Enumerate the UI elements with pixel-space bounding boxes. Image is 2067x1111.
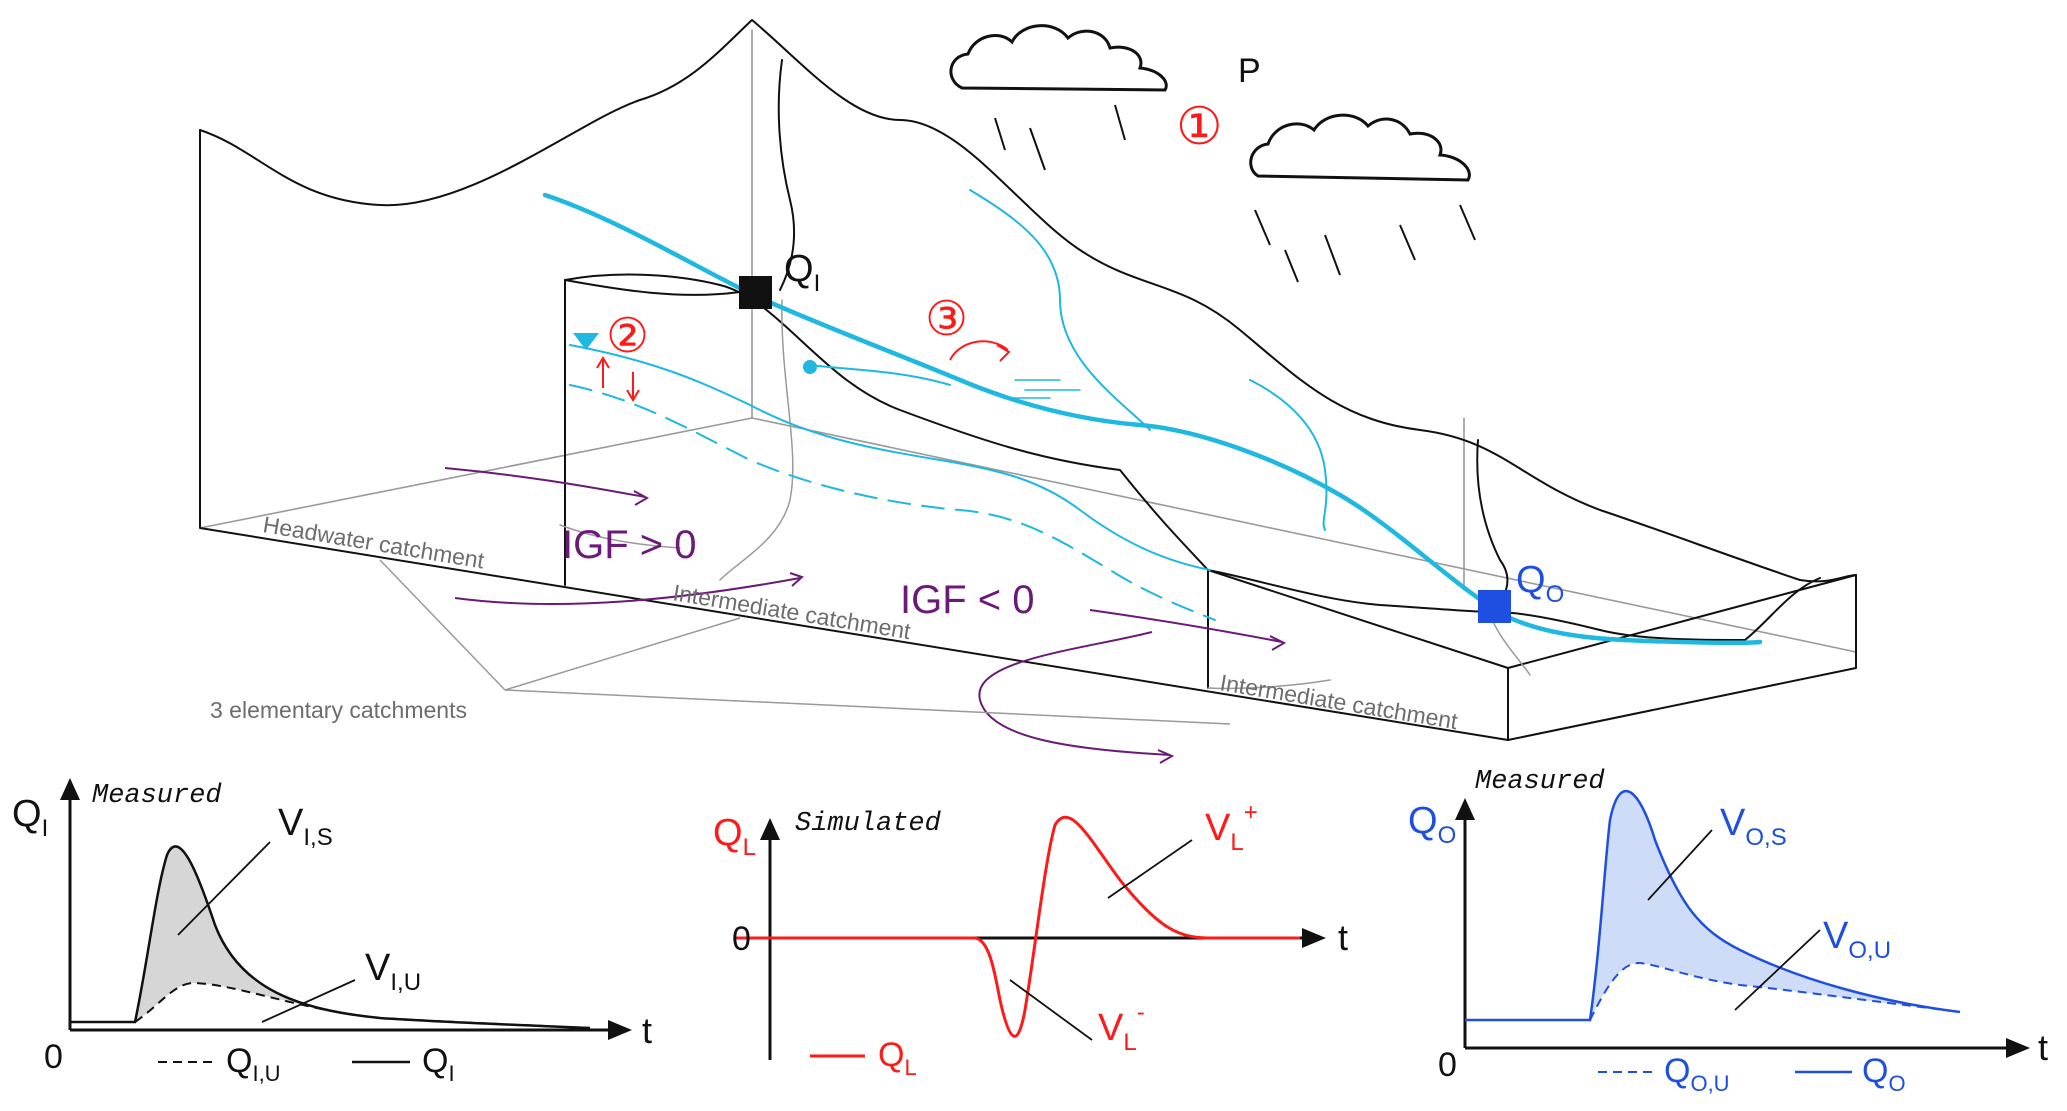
tributary-upper	[969, 189, 1151, 431]
inflow-base-line	[134, 981, 591, 1029]
tributary-right	[1249, 379, 1328, 531]
outflow-y-arrowhead	[1455, 798, 1475, 820]
outflow-legend-solid-label: QO	[1862, 1052, 1906, 1096]
igf-negative-label: IGF < 0	[900, 578, 1035, 622]
tributary-lake	[809, 364, 951, 386]
intermediate-label-2: Intermediate catchment	[1218, 669, 1460, 734]
inflow-vs-leader	[177, 841, 271, 936]
lateral-graph: QL Simulated 0 t VL+ VL- QL	[713, 799, 1348, 1080]
outflow-vs-leader	[1647, 829, 1713, 901]
inflow-t: t	[642, 1010, 652, 1051]
outflow-axis-label: QO	[1408, 800, 1456, 849]
lateral-status: Simulated	[795, 809, 942, 839]
inflow-measured-line	[70, 845, 591, 1030]
outflow-vu-label: VO,U	[1823, 915, 1891, 964]
catchment-block	[199, 19, 1857, 741]
headwater-label: Headwater catchment	[261, 511, 487, 573]
inflow-volume-fill	[135, 846, 585, 1028]
outflow-zero: 0	[1438, 1046, 1457, 1084]
lateral-simulated-line	[736, 815, 1300, 1038]
block-back-edges	[199, 29, 1857, 653]
outflow-measured-line	[1465, 789, 1961, 1022]
elementary-leaders	[379, 559, 1231, 725]
inflow-axis-label: QI	[12, 793, 48, 842]
outflow-legend-dashed-label: QO,U	[1664, 1052, 1730, 1096]
inflow-vu-label: VI,U	[365, 947, 421, 996]
outflow-x-arrowhead	[2006, 1038, 2030, 1058]
lateral-legend-label: QL	[878, 1036, 917, 1080]
lake-lines	[1009, 379, 1081, 399]
inflow-label: QI	[784, 248, 820, 297]
igf-positive-label: IGF > 0	[562, 523, 697, 567]
cloud-right-icon	[1249, 113, 1471, 182]
outflow-vs-label: VO,S	[1720, 802, 1787, 851]
outflow-vu-leader	[1734, 929, 1821, 1011]
main-river	[542, 192, 1763, 645]
lateral-x-arrowhead	[1302, 928, 1326, 948]
cloud-left-icon	[949, 24, 1168, 92]
inflow-vs-label: VI,S	[278, 802, 333, 851]
inflow-graph: QI Measured VI,S VI,U 0 t QI,U QI	[12, 778, 652, 1086]
lateral-y-arrowhead	[760, 818, 780, 840]
lateral-vplus-label: VL+	[1205, 799, 1258, 856]
elementary-label: 3 elementary catchments	[210, 697, 467, 723]
rain-right-icon	[1254, 204, 1476, 283]
step-marker-1: ①	[1176, 98, 1223, 156]
lateral-vplus-leader	[1107, 839, 1193, 899]
outflow-volume-fill	[1590, 791, 1955, 1020]
lateral-t: t	[1338, 917, 1348, 958]
inflow-status: Measured	[92, 781, 222, 811]
groundwater-level	[569, 344, 1211, 571]
inflow-legend-dashed-label: QI,U	[226, 1042, 281, 1086]
inflow-legend-solid-label: QI	[422, 1042, 455, 1086]
outflow-t: t	[2038, 1027, 2048, 1068]
water-table-icon	[573, 333, 599, 350]
outflow-graph: QO Measured VO,S VO,U 0 t QO,U QO	[1408, 767, 2048, 1096]
step-marker-3: ③	[925, 293, 968, 346]
inflow-y-arrowhead	[60, 778, 80, 800]
lateral-axis-label: QL	[713, 812, 756, 861]
step-marker-2: ②	[606, 310, 649, 363]
section-profiles	[559, 299, 1531, 690]
tributary-source-dot	[803, 360, 817, 374]
inflow-zero: 0	[44, 1038, 63, 1076]
lateral-vminus-leader	[1009, 979, 1093, 1041]
outflow-base-line	[1589, 961, 1961, 1021]
igf-arrows	[444, 467, 1287, 764]
outflow-label: QO	[1516, 559, 1564, 608]
lateral-vminus-label: VL-	[1098, 999, 1145, 1056]
groundwater-lower	[569, 384, 1216, 621]
exchange-arrows	[596, 340, 1011, 402]
river-network	[542, 189, 1763, 645]
precipitation-label: P	[1238, 52, 1261, 90]
block-outline	[199, 19, 1857, 741]
inflow-gauge-icon	[739, 276, 772, 309]
outflow-status: Measured	[1475, 767, 1605, 797]
rain-left-icon	[994, 104, 1126, 171]
outflow-gauge-icon	[1478, 590, 1511, 623]
inflow-vu-leader	[261, 979, 356, 1023]
inflow-x-arrowhead	[608, 1020, 632, 1040]
intermediate-label-1: Intermediate catchment	[671, 579, 913, 644]
lateral-zero: 0	[732, 920, 751, 958]
